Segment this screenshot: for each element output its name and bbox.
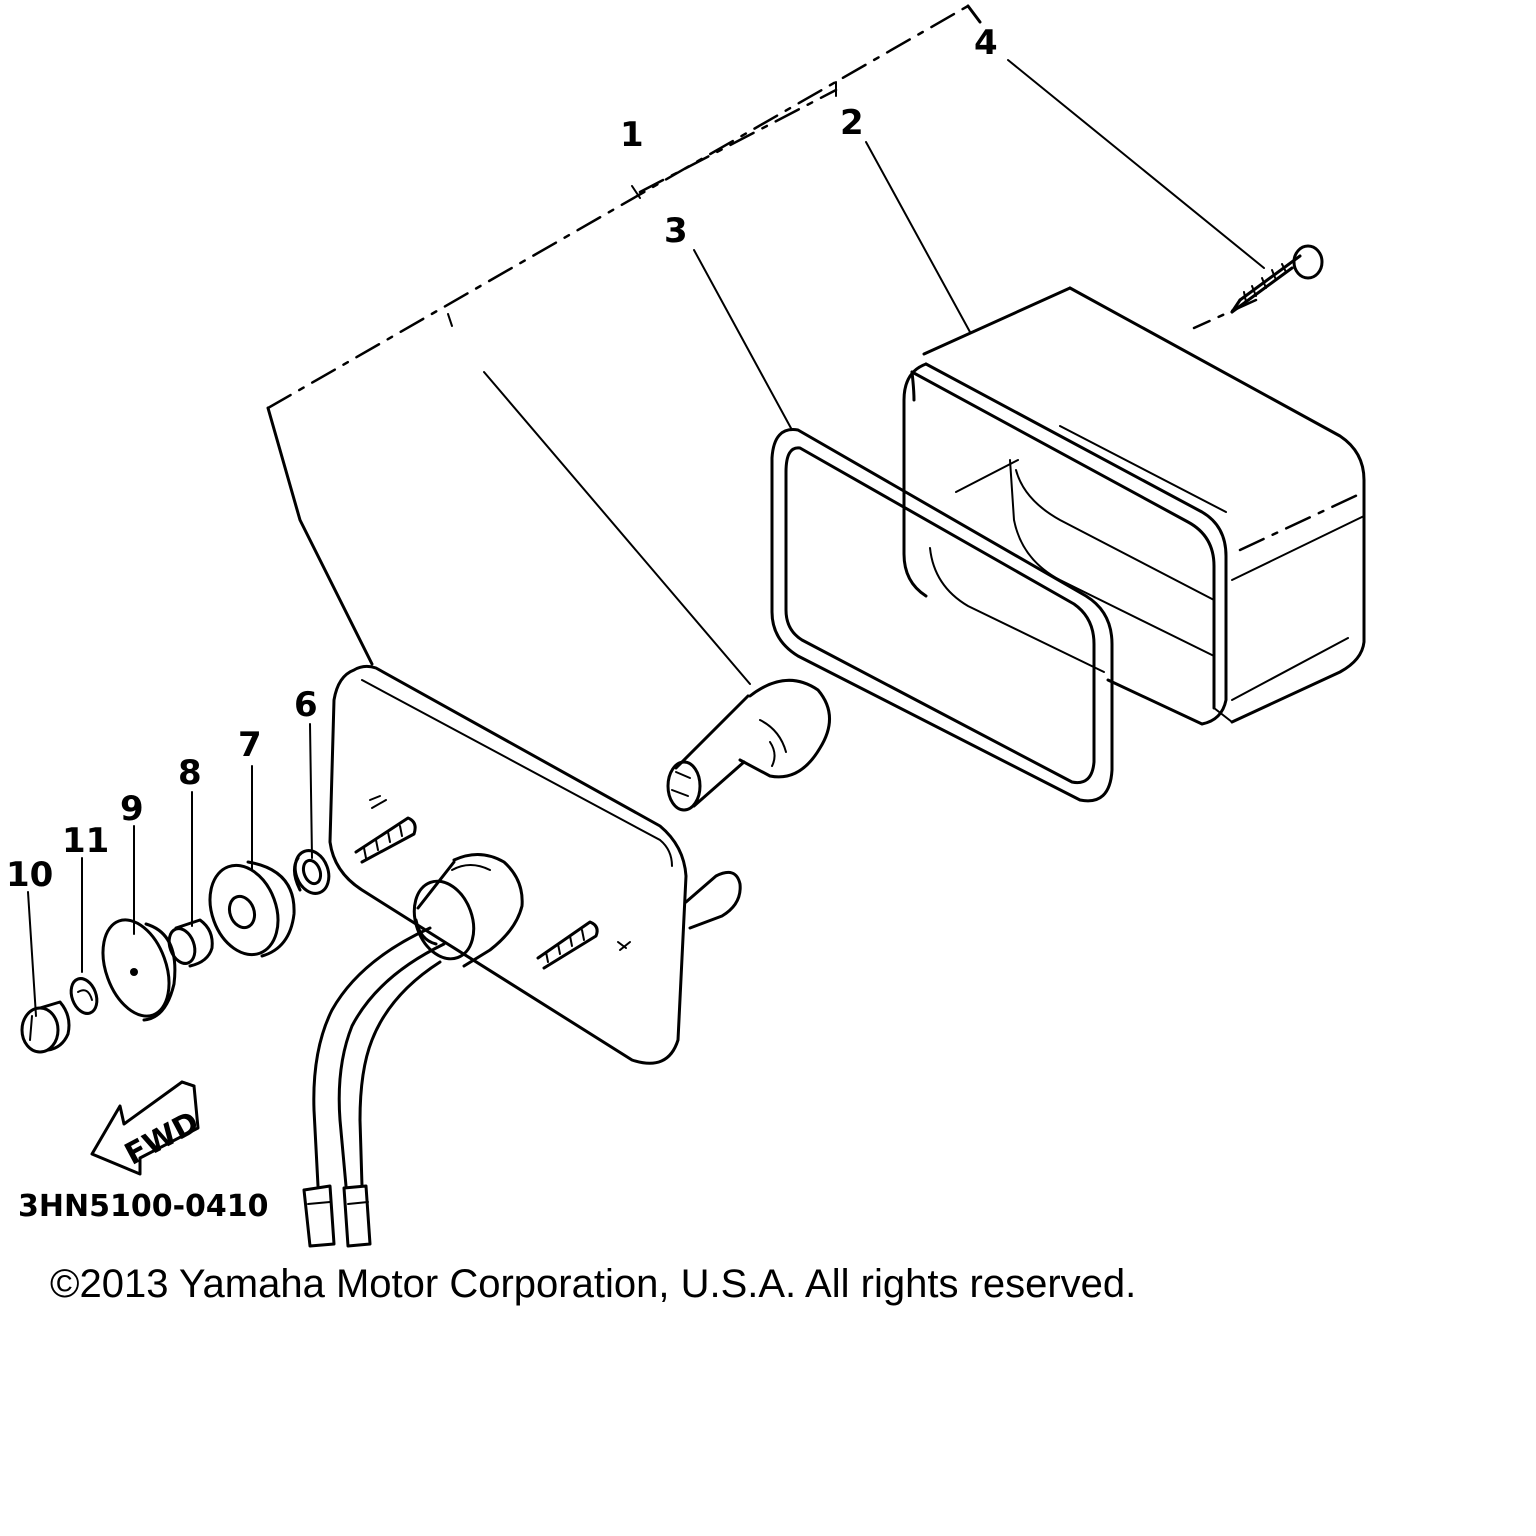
screw-part-4 — [1230, 244, 1324, 314]
callout-10: 10 — [6, 855, 53, 895]
copyright-notice: ©2013 Yamaha Motor Corporation, U.S.A. A… — [50, 1262, 1137, 1306]
base-plate — [328, 664, 742, 1065]
fwd-label: FWD — [119, 1105, 205, 1173]
callout-6: 6 — [294, 685, 318, 725]
assembly-bracket — [266, 4, 982, 666]
callout-9: 9 — [120, 789, 144, 829]
lock-washer-part-11 — [69, 977, 99, 1015]
callout-11: 11 — [62, 821, 109, 861]
callout-2: 2 — [840, 103, 864, 143]
callout-7: 7 — [238, 725, 262, 765]
wire-harness — [302, 926, 446, 1248]
bulb — [666, 678, 831, 812]
lens-housing-part-2 — [902, 286, 1366, 726]
washer-plate-part-9 — [101, 918, 177, 1022]
callout-1: 1 — [620, 115, 644, 155]
washer-part-6 — [293, 849, 331, 895]
gasket-part-3 — [770, 428, 1114, 803]
nut-part-10 — [20, 1000, 71, 1054]
diagram-part-number: 3HN5100-0410 — [18, 1189, 269, 1224]
callout-3: 3 — [664, 211, 688, 251]
callout-4: 4 — [974, 23, 998, 63]
fwd-arrow-icon: FWD — [90, 1080, 205, 1176]
collar-part-8 — [167, 918, 214, 968]
socket — [412, 853, 524, 968]
leader-lines — [27, 59, 1265, 1017]
grommet-part-7 — [208, 860, 296, 958]
callout-8: 8 — [178, 753, 202, 793]
